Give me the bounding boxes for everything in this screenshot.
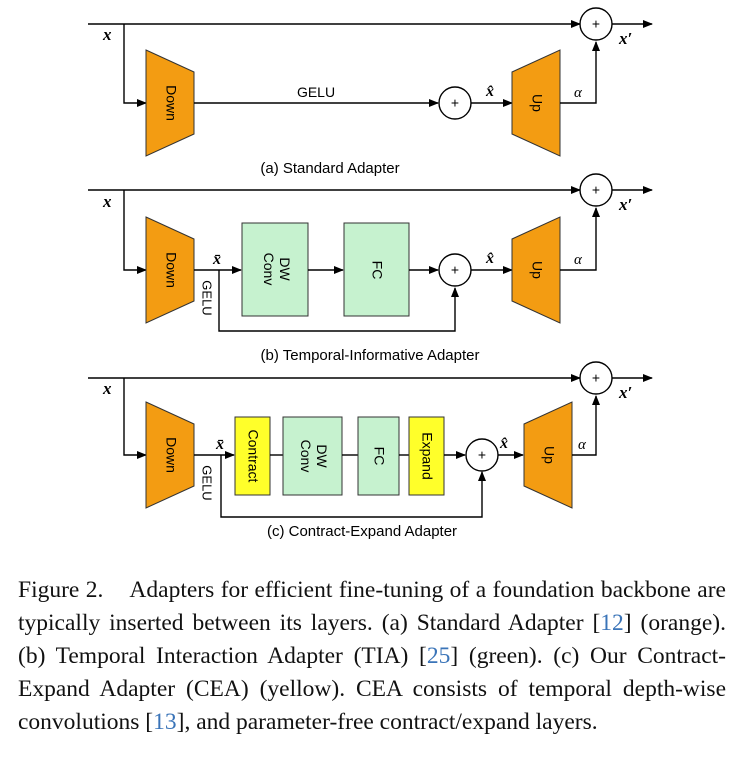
plus-symbol: + xyxy=(592,16,600,32)
up-block xyxy=(511,216,561,324)
branch-arrow xyxy=(123,190,147,274)
expand-block xyxy=(408,416,445,496)
up-label: Up xyxy=(541,446,557,464)
figure-label: Figure 2. xyxy=(18,577,104,603)
plus-symbol: + xyxy=(451,262,459,278)
plus-symbol: + xyxy=(478,447,486,463)
contract-label: Contract xyxy=(245,430,261,483)
up-block xyxy=(523,401,573,509)
fc-label: FC xyxy=(369,261,385,280)
caption-text: ] (green). (c) Our Contract-Expand Adapt… xyxy=(18,643,726,735)
citation-link[interactable]: 25 xyxy=(426,643,451,669)
figure-caption: Figure 2.Adapters for efficient fine-tun… xyxy=(18,574,726,757)
xbar-label: x̄ xyxy=(212,251,221,268)
input-label: x xyxy=(102,379,112,398)
contract-block xyxy=(234,416,271,496)
caption-text: Adapters for efficient fine-tuning of a … xyxy=(18,577,726,636)
input-label: x xyxy=(102,25,112,44)
residual-arrow xyxy=(220,455,486,518)
panel-c: x Down x̄ GELU Contract DWConv FC Expand… xyxy=(88,361,653,540)
citation-link[interactable]: 13 xyxy=(153,709,177,735)
xhat-label: x̂ xyxy=(485,250,494,267)
branch-arrow xyxy=(123,24,147,107)
up-label: Up xyxy=(529,94,545,112)
down-label: Down xyxy=(163,437,179,473)
xhat-label: x̂ xyxy=(485,83,494,100)
down-label: Down xyxy=(163,252,179,288)
panel-b: x Down x̄ GELU DWConv FC + x̂ Up α + x′ … xyxy=(88,173,653,364)
fc-block xyxy=(357,416,400,496)
caption-text: ] (orange). (b) Temporal Interaction Ada… xyxy=(18,610,726,669)
output-label: x′ xyxy=(618,29,632,48)
up-label: Up xyxy=(529,261,545,279)
gelu-label: GELU xyxy=(297,84,335,100)
panel-a-caption: (a) Standard Adapter xyxy=(260,160,399,177)
gelu-label: GELU xyxy=(200,465,215,500)
citation-link[interactable]: 12 xyxy=(600,610,624,636)
output-label: x′ xyxy=(618,195,632,214)
output-label: x′ xyxy=(618,383,632,402)
plus-symbol: + xyxy=(451,95,459,111)
panel-c-caption: (c) Contract-Expand Adapter xyxy=(267,523,457,540)
alpha-label: α xyxy=(574,252,583,268)
dwconv-label: DWConv xyxy=(261,253,293,286)
dwconv-block xyxy=(282,416,343,496)
output-sum-node xyxy=(579,361,613,395)
scaled-arrow xyxy=(560,207,600,271)
plus-symbol: + xyxy=(592,182,600,198)
scaled-arrow xyxy=(560,41,600,104)
xhat-label: x̂ xyxy=(499,435,508,452)
panel-a: x Down GELU + x̂ Up α + x′ (a) Standard … xyxy=(88,7,653,177)
fc-label: FC xyxy=(371,447,387,466)
gelu-label: GELU xyxy=(200,280,215,315)
scaled-arrow xyxy=(572,395,600,456)
branch-arrow xyxy=(123,378,147,459)
xbar-label: x̄ xyxy=(215,436,224,453)
up-block xyxy=(511,49,561,157)
panel-b-caption: (b) Temporal-Informative Adapter xyxy=(261,347,480,364)
down-block xyxy=(145,401,195,509)
down-block xyxy=(145,49,195,157)
expand-label: Expand xyxy=(419,432,435,479)
down-block xyxy=(145,216,195,324)
output-sum-node xyxy=(579,7,613,41)
alpha-label: α xyxy=(578,437,587,453)
adapter-diagram: x Down GELU + x̂ Up α + x′ (a) Standard … xyxy=(88,7,653,540)
residual-arrow xyxy=(218,270,459,332)
down-label: Down xyxy=(163,85,179,121)
fc-block xyxy=(343,222,410,317)
caption-text: ], and parameter-free contract/expand la… xyxy=(176,709,598,735)
plus-symbol: + xyxy=(592,370,600,386)
input-label: x xyxy=(102,192,112,211)
dwconv-label: DWConv xyxy=(298,440,330,473)
output-sum-node xyxy=(579,173,613,207)
dwconv-block xyxy=(241,222,309,317)
alpha-label: α xyxy=(574,85,583,101)
